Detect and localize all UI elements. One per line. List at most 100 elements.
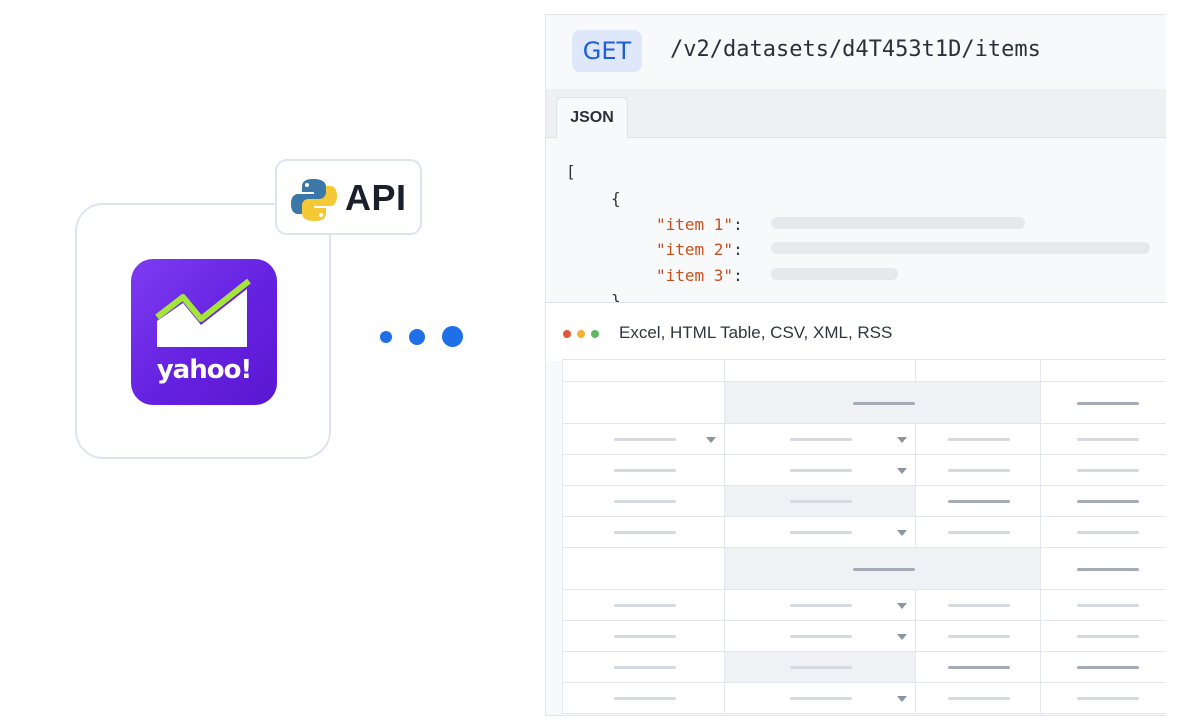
cell-placeholder — [852, 567, 915, 571]
table-cell — [1040, 516, 1166, 548]
cell-placeholder — [948, 697, 1010, 700]
table-cell — [724, 651, 916, 683]
table-cell — [915, 423, 1041, 455]
json-value-placeholder — [771, 242, 1150, 254]
table-cell — [1040, 651, 1166, 683]
cell-placeholder — [1076, 500, 1139, 503]
table-cell — [1040, 589, 1166, 621]
connector-dot — [442, 326, 463, 347]
chart-line-icon — [155, 278, 251, 347]
table-cell — [562, 516, 725, 548]
table-cell — [562, 651, 725, 683]
export-formats-bar: Excel, HTML Table, CSV, XML, RSS — [546, 302, 1166, 361]
json-item-row: "item 2": — [656, 240, 743, 259]
endpoint-bar: GET /v2/datasets/d4T453t1D/items — [546, 15, 1166, 90]
json-key: "item 2" — [656, 240, 734, 259]
cell-placeholder — [948, 666, 1010, 669]
json-key: "item 3" — [656, 266, 734, 285]
cell-placeholder — [790, 469, 852, 472]
python-icon — [291, 179, 337, 221]
table-cell — [724, 516, 916, 548]
dropdown-caret-icon[interactable] — [897, 603, 907, 609]
cell-placeholder — [613, 604, 676, 607]
cell-placeholder — [1076, 469, 1139, 472]
api-panel: GET /v2/datasets/d4T453t1D/items JSON [ … — [545, 14, 1166, 716]
python-api-badge: API — [275, 159, 422, 235]
table-header-cell — [562, 359, 725, 382]
dropdown-caret-icon[interactable] — [897, 437, 907, 443]
table-cell — [724, 423, 916, 455]
cell-placeholder — [613, 500, 676, 503]
cell-placeholder — [948, 438, 1010, 441]
cell-placeholder — [1076, 438, 1139, 441]
table-cell — [562, 682, 725, 714]
app-card: yahoo! — [75, 203, 331, 459]
cell-placeholder — [948, 500, 1010, 503]
table-cell — [1040, 454, 1166, 486]
table-cell — [724, 589, 916, 621]
cell-placeholder — [1076, 567, 1139, 571]
dropdown-caret-icon[interactable] — [706, 437, 716, 443]
table-header-cell — [915, 359, 1041, 382]
cell-placeholder — [1076, 666, 1139, 669]
json-colon: : — [733, 266, 743, 285]
cell-placeholder — [1076, 697, 1139, 700]
table-group-cell — [562, 381, 725, 424]
cell-placeholder — [790, 666, 852, 669]
json-open-brace: { — [611, 189, 621, 208]
connector-dot — [409, 329, 425, 345]
json-value-placeholder — [771, 268, 898, 280]
table-cell — [562, 620, 725, 652]
dropdown-caret-icon[interactable] — [897, 634, 907, 640]
export-formats-label: Excel, HTML Table, CSV, XML, RSS — [619, 323, 893, 342]
cell-placeholder — [613, 697, 676, 700]
cell-placeholder — [1076, 401, 1139, 405]
table-cell — [915, 682, 1041, 714]
cell-placeholder — [948, 469, 1010, 472]
yahoo-finance-logo: yahoo! — [131, 259, 277, 405]
table-group-cell — [562, 547, 725, 590]
table-cell — [1040, 423, 1166, 455]
json-open-bracket: [ — [566, 162, 576, 181]
endpoint-path[interactable]: /v2/datasets/d4T453t1D/items — [670, 37, 1041, 62]
cell-placeholder — [790, 500, 852, 503]
json-preview: [ { "item 1": "item 2": "item 3": } — [546, 138, 1166, 302]
table-group-cell — [724, 547, 1041, 590]
table-group-cell — [724, 381, 1041, 424]
cell-placeholder — [613, 666, 676, 669]
table-cell — [915, 485, 1041, 517]
table-cell — [724, 620, 916, 652]
window-dot-red — [563, 330, 571, 338]
table-cell — [915, 589, 1041, 621]
window-dot-yellow — [577, 330, 585, 338]
connector-dot — [380, 331, 392, 343]
json-item-row: "item 1": — [656, 215, 743, 234]
json-colon: : — [733, 240, 743, 259]
cell-placeholder — [613, 469, 676, 472]
table-cell — [915, 651, 1041, 683]
table-header-cell — [724, 359, 916, 382]
cell-placeholder — [613, 438, 676, 441]
cell-placeholder — [1076, 604, 1139, 607]
cell-placeholder — [852, 401, 915, 405]
dropdown-caret-icon[interactable] — [897, 530, 907, 536]
table-header-cell — [1040, 359, 1166, 382]
json-colon: : — [733, 215, 743, 234]
tab-json[interactable]: JSON — [556, 97, 628, 138]
table-cell — [562, 485, 725, 517]
http-method-badge: GET — [572, 30, 642, 72]
dropdown-caret-icon[interactable] — [897, 696, 907, 702]
table-cell — [1040, 485, 1166, 517]
table-cell — [915, 620, 1041, 652]
cell-placeholder — [790, 604, 852, 607]
table-group-cell — [1040, 547, 1166, 590]
cell-placeholder — [948, 604, 1010, 607]
dropdown-caret-icon[interactable] — [897, 468, 907, 474]
json-close-brace: } — [611, 291, 621, 302]
json-key: "item 1" — [656, 215, 734, 234]
cell-placeholder — [1076, 635, 1139, 638]
cell-placeholder — [948, 635, 1010, 638]
api-label: API — [345, 177, 407, 218]
json-value-placeholder — [771, 217, 1025, 229]
cell-placeholder — [1076, 531, 1139, 534]
